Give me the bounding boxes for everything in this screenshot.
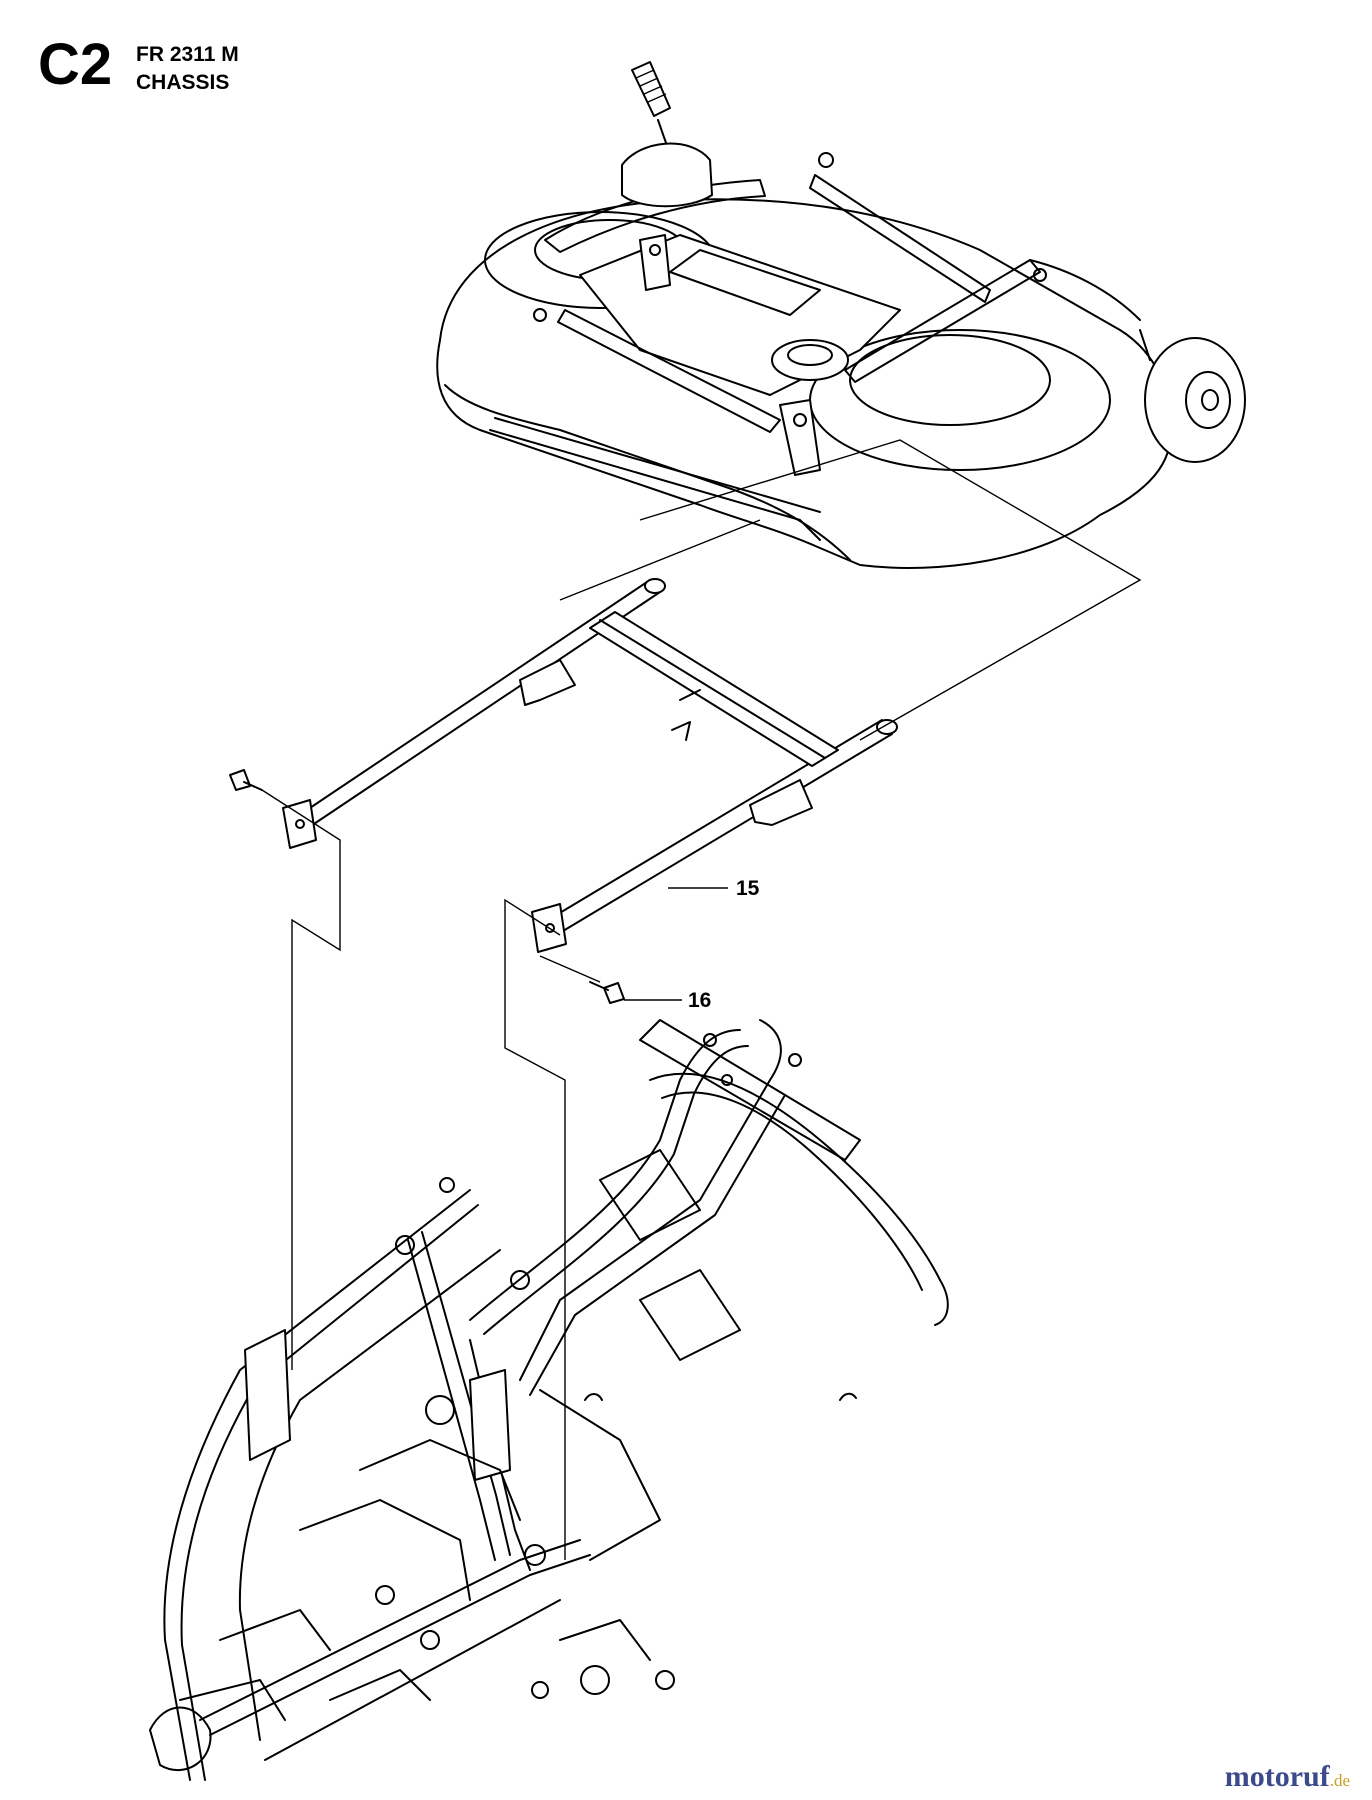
model-number: FR 2311 M <box>136 43 239 66</box>
watermark-main: motoruf <box>1224 1760 1330 1793</box>
watermark-logo: motoruf.de <box>1225 1762 1350 1792</box>
chassis-frame-illustration <box>149 1019 949 1781</box>
callout-15: 15 <box>736 877 760 900</box>
section-title: CHASSIS <box>136 71 230 94</box>
screw-illustration <box>229 769 625 1004</box>
height-lever-illustration <box>621 61 713 208</box>
watermark-tld: .de <box>1329 1771 1350 1790</box>
callout-16: 16 <box>688 989 712 1012</box>
assembly-guide-lines <box>261 439 1142 1560</box>
deck-suspension-frame-illustration <box>282 578 898 953</box>
section-code: C2 <box>38 32 113 97</box>
gauge-wheel-illustration <box>1139 329 1246 463</box>
mower-deck-illustration <box>436 61 1246 569</box>
